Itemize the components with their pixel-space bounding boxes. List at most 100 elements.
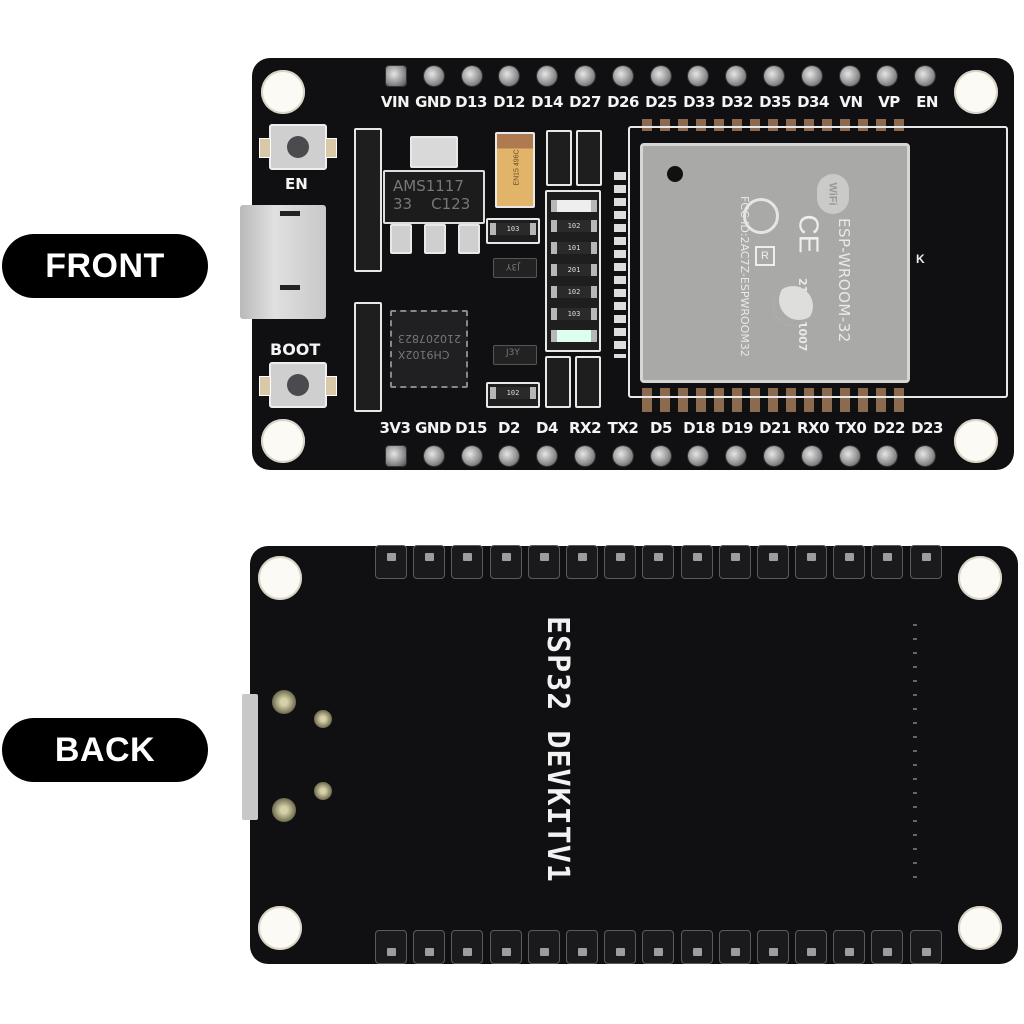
capacitor [424,224,446,254]
bottom-pin-labels: 3V3 GND D15 D2 D4 RX2 TX2 D5 D18 D19 D21… [376,419,946,437]
boot-button[interactable] [259,362,337,408]
module-top-pads [642,119,904,131]
pin-pad [650,66,671,86]
r-mark: R [755,246,775,266]
header-pin [604,930,637,964]
pin-label: D35 [759,93,791,111]
header-pin [604,545,637,579]
usb-tab [280,285,300,290]
pin-pad [461,66,482,86]
board-silkscreen: ESP32 DEVKITV1 [540,616,575,883]
resistor-box: 103 [486,218,540,244]
resistor [546,130,572,186]
pin-label: VIN [380,93,410,111]
pin-pad [688,66,709,86]
capacitor-marking: EN15 496C [513,149,521,186]
resistor-marking: 101 [551,242,597,254]
top-pin-labels: VIN GND D13 D12 D14 D27 D26 D25 D33 D32 … [376,93,946,111]
top-header-pins [375,545,948,579]
mounting-hole [261,419,305,463]
pin-pad [423,66,444,86]
resistor-marking: 201 [551,264,597,276]
header-pin [527,545,560,579]
boot-button-label: BOOT [270,340,321,359]
header-pin [375,545,407,579]
pin1-dot [667,166,683,182]
chip-marking-2: 210207823 [398,332,461,345]
pin-pad [915,66,936,86]
header-pin [527,930,560,964]
header-pin [795,930,828,964]
pin-pad [763,66,784,86]
pin-pad [423,446,444,466]
pin-label: D2 [498,419,520,437]
pin-pad [537,66,558,86]
wifi-logo-icon: WiFi [817,174,849,214]
capacitor [390,224,412,254]
header-pin [756,545,789,579]
pin-pad [763,446,784,466]
pin-label: D23 [911,419,943,437]
en-button[interactable] [259,124,337,170]
transistor: J3Y [493,345,537,365]
pin-label: D34 [797,93,829,111]
usb-tab [280,211,300,216]
header-pin [375,930,407,964]
resistor-array [354,128,382,272]
via-column [913,624,917,886]
mounting-hole [954,419,998,463]
pin-label: TX0 [835,419,867,437]
header-pin [489,545,522,579]
header-pin [680,930,713,964]
pin-pad [612,446,633,466]
pin-pad [574,66,595,86]
bottom-header-pins [375,930,948,964]
pin-pad [612,66,633,86]
resistor-marking: 102 [490,387,536,399]
antenna-outline [628,126,1008,398]
pin-label: RX0 [796,419,830,437]
header-pin [451,930,484,964]
usb-solder-joint [272,690,296,714]
resistor-marking: 103 [490,223,536,235]
pin-label: D21 [759,419,791,437]
header-pin [642,545,675,579]
usb-shell-edge [242,694,258,820]
resistor-marking: 102 [551,286,597,298]
pin-label: D18 [683,419,715,437]
pin-label: D33 [683,93,715,111]
module-bottom-pads [642,388,904,412]
resistor-box: 102 [486,382,540,408]
resistor [545,356,571,408]
header-pin [795,545,828,579]
led-indicator [551,200,597,212]
mounting-hole [261,70,305,114]
tantalum-capacitor: EN15 496C [495,132,535,208]
en-button-label: EN [285,175,308,193]
fcc-cert-icon [743,198,779,234]
pin-label: GND [415,93,451,111]
pin-label: D26 [607,93,639,111]
micro-usb-port[interactable] [240,205,326,319]
esp-wroom-32-module: WiFi ESP-WROOM-32 FCC ID:2AC7Z-ESPWROOM3… [640,143,910,383]
ce-mark-icon: CE [793,214,825,254]
header-pin [642,930,675,964]
regulator-tab [410,136,458,168]
pin-label: D4 [536,419,558,437]
header-pin [413,545,446,579]
pin-pad [877,446,898,466]
pin-pad [386,66,406,86]
transistor-marking: J3Y [506,261,520,271]
back-label: BACK [2,718,208,782]
led-indicator [551,330,597,342]
pin-label: GND [415,419,451,437]
regulator-marking-1: AMS1117 [393,177,464,195]
header-pin [756,930,789,964]
chip-marking-1: CH9102X [398,348,450,361]
module-side-pads [614,172,626,358]
mounting-hole [258,556,302,600]
pin-label: D14 [531,93,563,111]
button-cap [287,136,309,158]
pin-pad [461,446,482,466]
usb-solder-joint [314,710,332,728]
